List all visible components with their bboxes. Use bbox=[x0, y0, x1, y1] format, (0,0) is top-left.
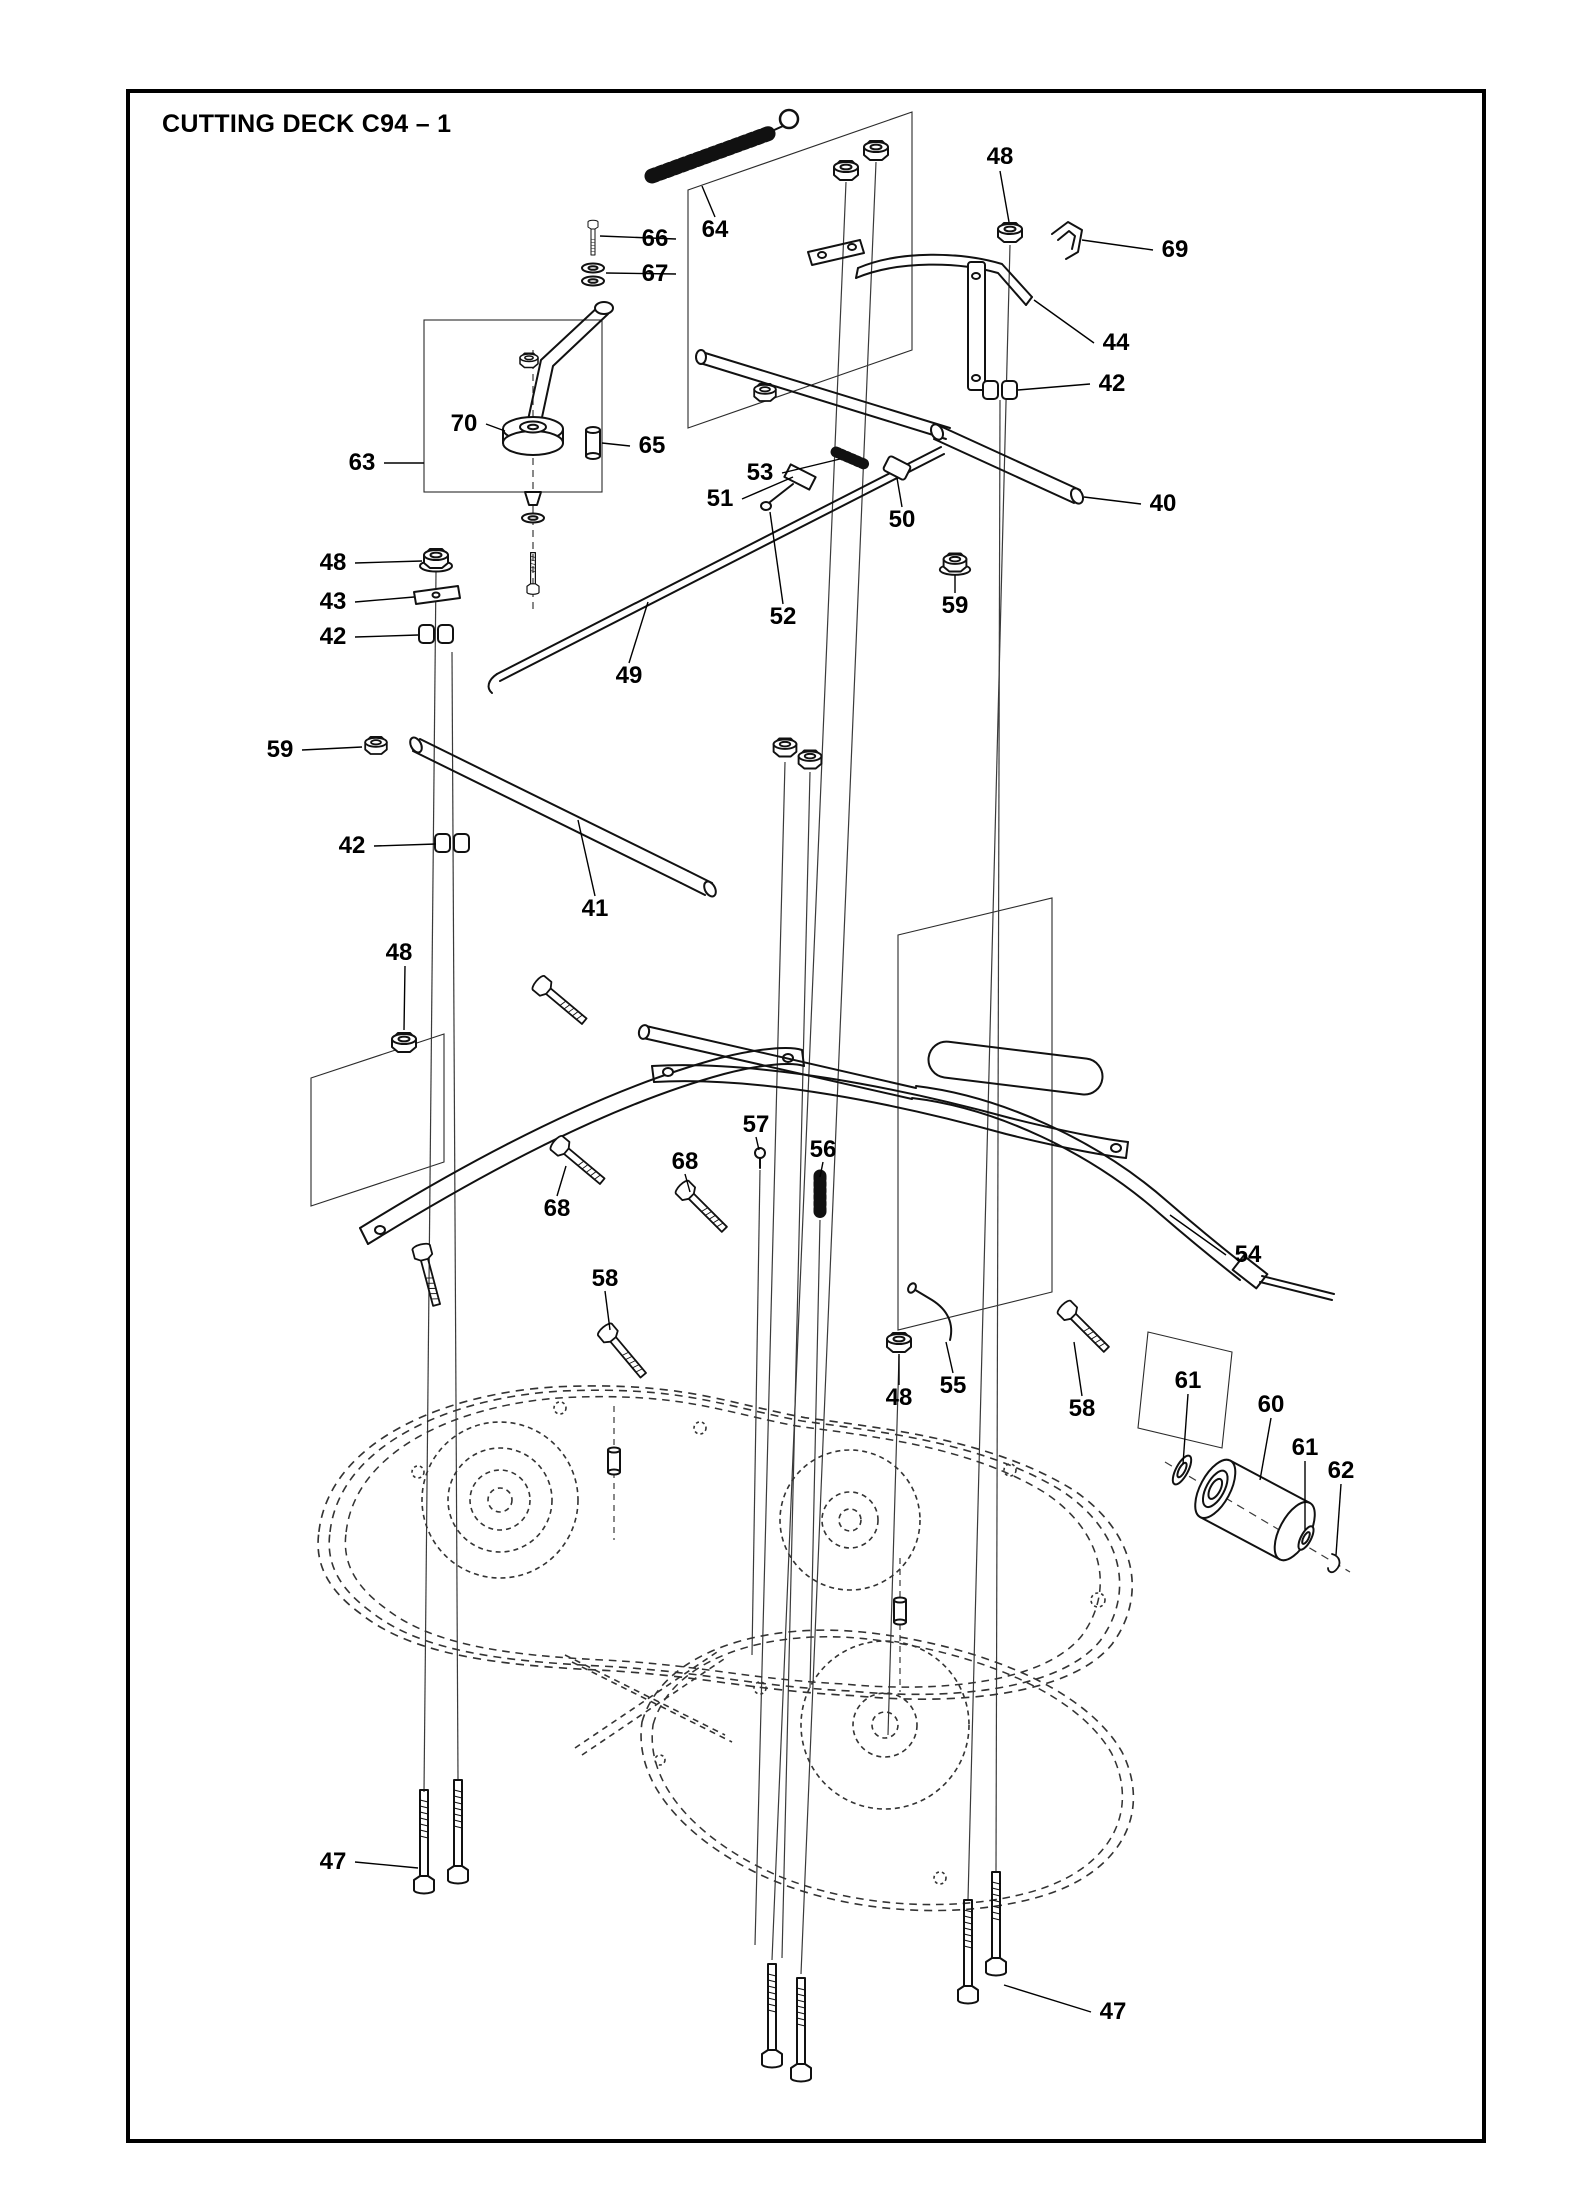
callout-41: 41 bbox=[581, 895, 609, 922]
callout-42-c: 42 bbox=[338, 832, 366, 859]
callout-69: 69 bbox=[1161, 236, 1189, 263]
bolts-angled bbox=[410, 973, 1114, 1382]
callout-56: 56 bbox=[809, 1136, 837, 1163]
callout-47-a: 47 bbox=[319, 1848, 347, 1875]
callout-48-d: 48 bbox=[885, 1384, 913, 1411]
callout-47-b: 47 bbox=[1099, 1998, 1127, 2025]
grouping-boxes bbox=[310, 111, 1233, 1449]
spring-64-drawing bbox=[644, 108, 800, 184]
callout-59-b: 59 bbox=[266, 736, 294, 763]
callout-50: 50 bbox=[888, 506, 916, 533]
callout-40: 40 bbox=[1149, 490, 1177, 517]
callout-64: 64 bbox=[701, 216, 729, 243]
pulley-70-drawing bbox=[502, 416, 564, 595]
bolt-66-drawing bbox=[581, 219, 605, 287]
callout-67: 67 bbox=[641, 260, 669, 287]
callout-66: 66 bbox=[641, 225, 669, 252]
rod-41-drawing bbox=[409, 736, 717, 898]
bracket-44-drawing bbox=[807, 239, 1033, 306]
callout-70: 70 bbox=[450, 410, 478, 437]
callout-65: 65 bbox=[638, 432, 666, 459]
callout-42-a: 42 bbox=[1098, 370, 1126, 397]
cutting-deck-phantom-outline bbox=[317, 1385, 1135, 1912]
callout-44: 44 bbox=[1102, 329, 1130, 356]
frame-54-drawing bbox=[637, 1024, 1335, 1301]
leader-lines bbox=[301, 170, 1342, 2013]
page-border-frame bbox=[126, 89, 1486, 2143]
callout-63: 63 bbox=[348, 449, 376, 476]
callout-49: 49 bbox=[615, 662, 643, 689]
clip-69-drawing bbox=[1051, 221, 1083, 260]
spindle-sleeves bbox=[607, 1446, 907, 1626]
hardware-parts bbox=[359, 108, 1341, 2083]
rod-55-drawing bbox=[907, 1282, 953, 1341]
callout-48-a: 48 bbox=[986, 143, 1014, 170]
callout-61-a: 61 bbox=[1174, 1367, 1202, 1394]
stud-57-drawing bbox=[754, 1147, 766, 1169]
callout-53: 53 bbox=[746, 459, 774, 486]
callout-42-b: 42 bbox=[319, 623, 347, 650]
lift-arm-left-drawing bbox=[359, 1047, 805, 1245]
rod-49-drawing bbox=[487, 446, 945, 694]
callout-68-a: 68 bbox=[671, 1148, 699, 1175]
callout-58-a: 58 bbox=[591, 1265, 619, 1292]
callout-55: 55 bbox=[939, 1372, 967, 1399]
callout-59-a: 59 bbox=[941, 592, 969, 619]
idler-arm-drawing bbox=[527, 301, 614, 423]
roller-60-drawing bbox=[1171, 1454, 1341, 1574]
callout-60: 60 bbox=[1257, 1391, 1285, 1418]
spacer-65-drawing bbox=[585, 426, 601, 460]
callout-54: 54 bbox=[1234, 1241, 1262, 1268]
lift-shaft-drawing bbox=[695, 349, 951, 440]
callout-61-b: 61 bbox=[1291, 1434, 1319, 1461]
callout-43: 43 bbox=[319, 588, 347, 615]
callout-48-c: 48 bbox=[385, 939, 413, 966]
callout-51: 51 bbox=[706, 485, 734, 512]
plate-43-drawing bbox=[413, 585, 470, 853]
support-plate-drawing bbox=[967, 261, 1018, 400]
callout-57: 57 bbox=[742, 1111, 770, 1138]
callout-48-b: 48 bbox=[319, 549, 347, 576]
callout-68-b: 68 bbox=[543, 1195, 571, 1222]
callout-62: 62 bbox=[1327, 1457, 1355, 1484]
callout-52: 52 bbox=[769, 603, 797, 630]
page-title: CUTTING DECK C94 – 1 bbox=[162, 110, 452, 138]
callout-58-b: 58 bbox=[1068, 1395, 1096, 1422]
bar-40-drawing bbox=[929, 423, 1085, 505]
lift-arm-right-drawing bbox=[651, 1064, 1129, 1159]
bolts-47 bbox=[413, 1779, 1007, 2083]
